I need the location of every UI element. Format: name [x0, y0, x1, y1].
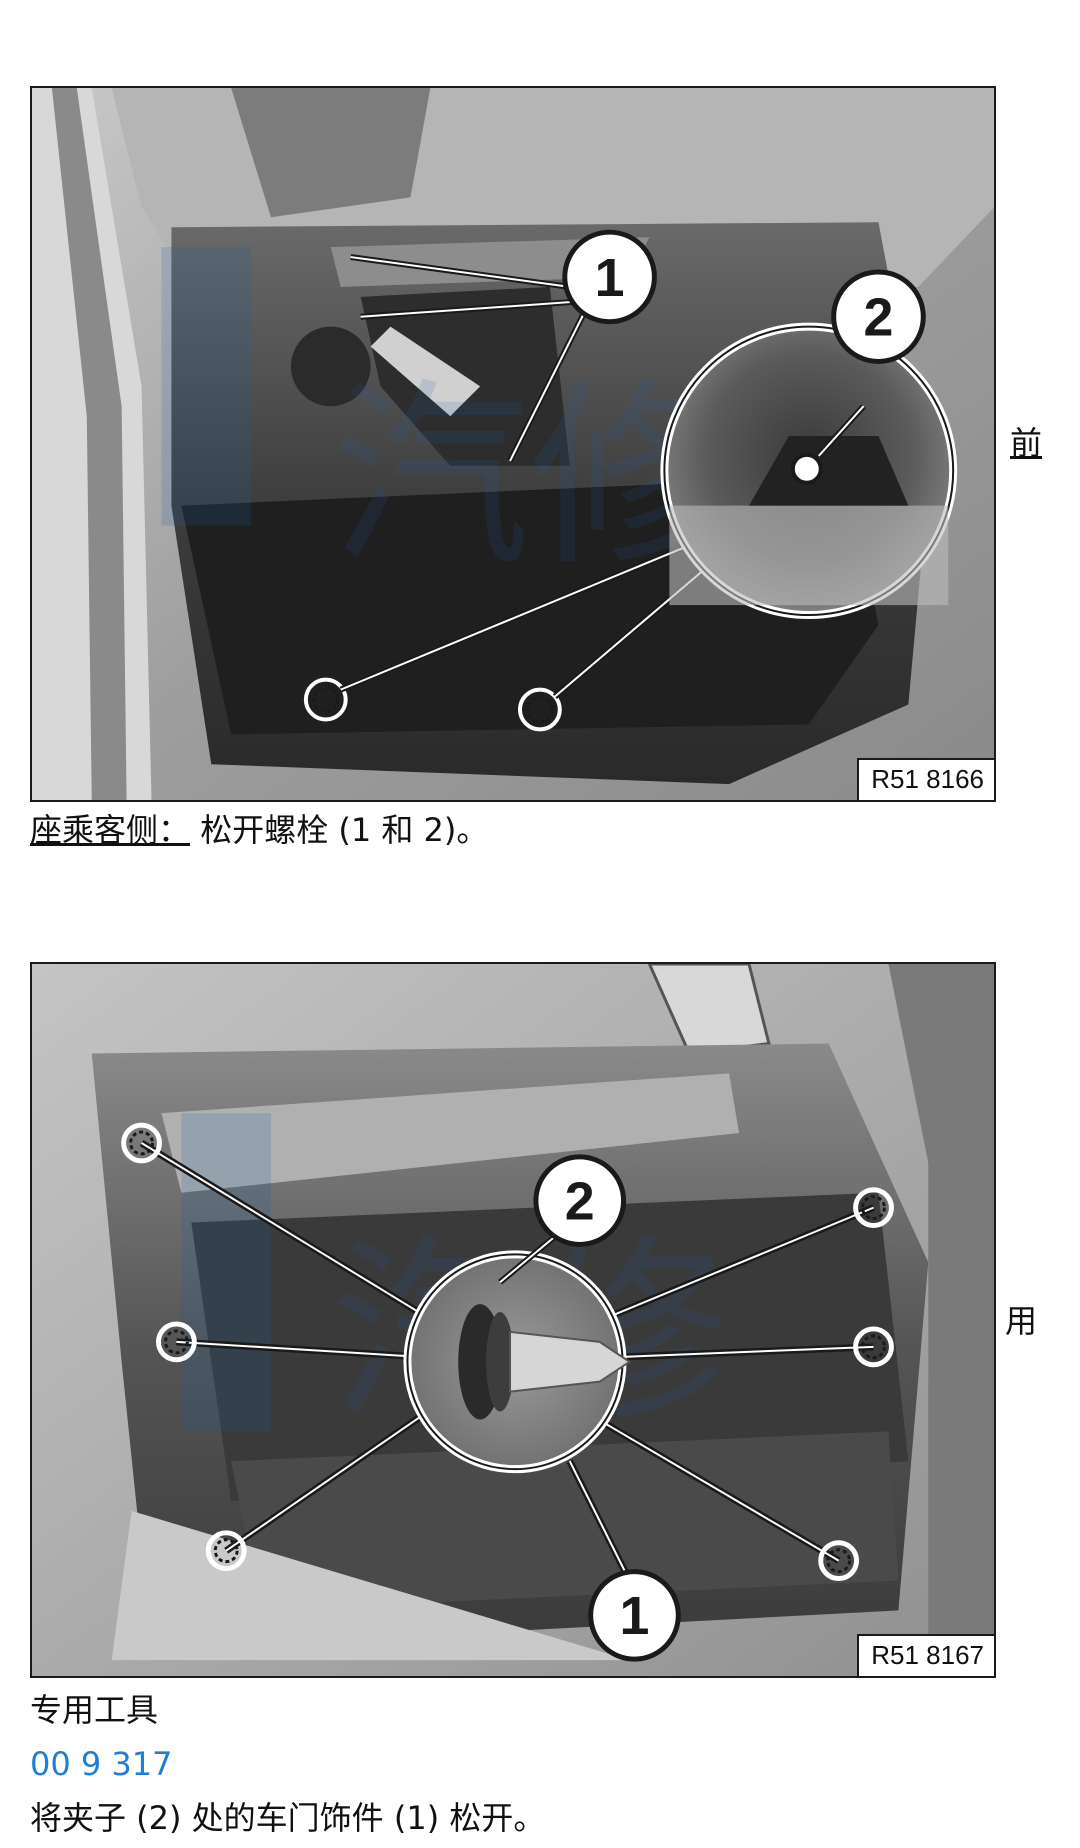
special-tool-heading: 专用工具	[30, 1691, 159, 1729]
caption-1: 座乘客侧： 松开螺栓 (1 和 2)。	[30, 810, 488, 850]
door-panel-figure-2: 汽修	[30, 962, 996, 1678]
caption-1-label: 座乘客侧：	[30, 811, 191, 849]
callout-1-figure-2: 1	[620, 1586, 650, 1646]
step-instruction: 将夹子 (2) 处的车门饰件 (1) 松开。	[30, 1799, 546, 1837]
callout-2-figure-2: 2	[565, 1172, 595, 1232]
figure-code-1: R51 8166	[857, 758, 994, 800]
door-panel-illustration-1: 汽修 1 2	[32, 88, 994, 800]
caption-1-text: 松开螺栓 (1 和 2)。	[200, 811, 489, 849]
callout-1-figure-1: 1	[595, 248, 625, 308]
special-tool-link[interactable]: 00 9 317	[30, 1745, 173, 1783]
callout-2-figure-1: 2	[864, 288, 894, 348]
figure-code-2: R51 8167	[857, 1634, 994, 1676]
door-panel-illustration-2: 汽修	[32, 964, 994, 1676]
door-panel-figure-1: 汽修 1 2 R51 8166	[30, 86, 996, 802]
side-label-1: 前	[1010, 424, 1043, 462]
side-label-2: 用	[1005, 1302, 1038, 1340]
